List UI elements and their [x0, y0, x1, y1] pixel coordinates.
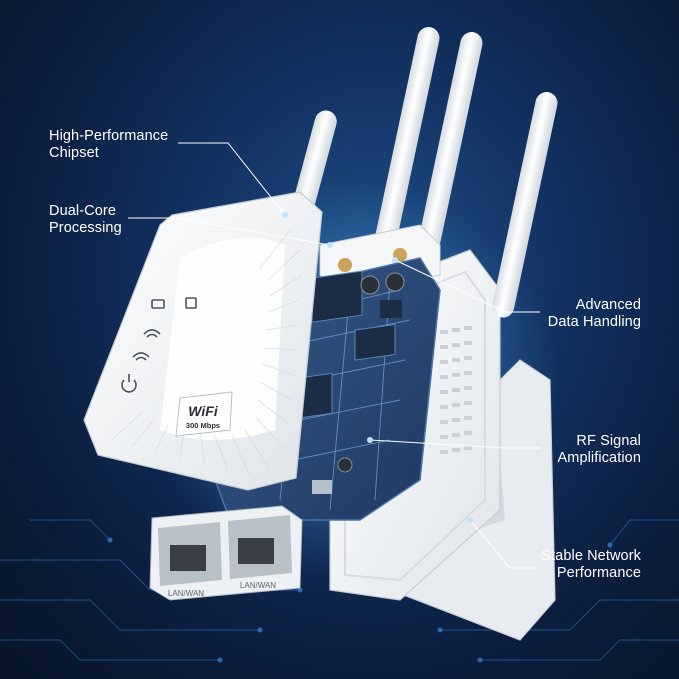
callout-data-handling: Advanced Data Handling [548, 297, 641, 331]
callout-network-line-1: Stable Network [541, 548, 641, 564]
ethernet-port-label-2: LAN/WAN [240, 581, 276, 590]
callout-network-line-2: Performance [556, 565, 641, 581]
wifi-badge: WiFi 300 Mbps [175, 391, 233, 437]
ethernet-port-module: LAN/WAN LAN/WAN [149, 505, 303, 601]
antenna-center-left [374, 27, 440, 253]
callout-data-handling-line-2: Data Handling [547, 314, 641, 330]
callout-lines [128, 142, 540, 569]
callout-rf-signal-line-2: Amplification [557, 450, 641, 466]
antenna-right-rear [492, 92, 558, 318]
callout-dots [282, 212, 473, 523]
callout-chipset-line-1: High-Performance [49, 128, 169, 144]
status-icons [121, 297, 197, 393]
antenna-center-right [417, 32, 483, 258]
ethernet-port-label-1: LAN/WAN [168, 589, 204, 598]
callout-processing-line-2: Processing [49, 220, 122, 236]
callout-rf-signal-line-1: RF Signal [576, 433, 641, 449]
wifi-badge-title: WiFi [188, 403, 219, 419]
callout-rf-signal: RF Signal Amplification [558, 433, 642, 467]
callout-network: Stable Network Performance [541, 548, 641, 582]
callout-processing-line-1: Dual-Core [49, 203, 116, 219]
callout-processing: Dual-Core Processing [49, 203, 122, 237]
wifi-badge-speed: 300 Mbps [186, 421, 220, 430]
background-circuit-dots [107, 537, 613, 663]
front-cover-panel [83, 191, 323, 491]
callout-chipset: High-Performance Chipset [49, 128, 168, 162]
callout-data-handling-line-1: Advanced [575, 297, 641, 313]
callout-chipset-line-2: Chipset [49, 145, 99, 161]
